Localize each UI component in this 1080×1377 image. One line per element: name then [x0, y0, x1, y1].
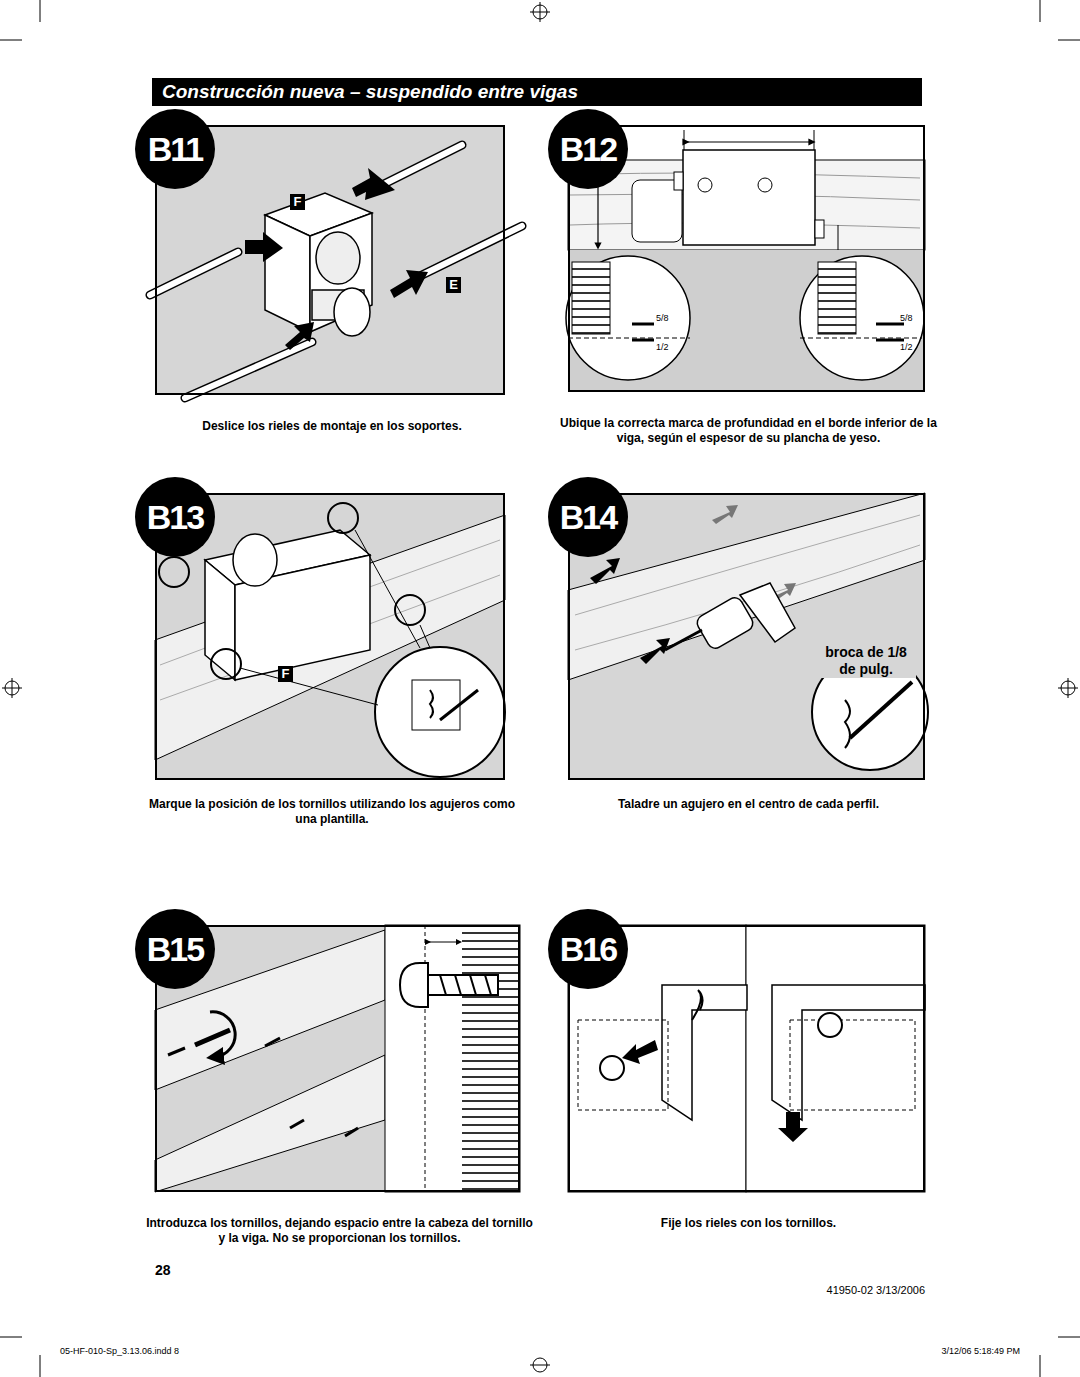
step-panel: B15Introduzca los tornillos, dejando esp…: [155, 925, 520, 1192]
step-number: B12: [548, 109, 628, 189]
step-caption: Introduzca los tornillos, dejando espaci…: [142, 1216, 537, 1246]
step-caption: Deslice los rieles de montaje en los sop…: [147, 419, 517, 434]
section-title: Construcción nueva – suspendido entre vi…: [152, 78, 922, 106]
depth-mark: 1/2: [656, 342, 680, 353]
step-caption: Fije los rieles con los tornillos.: [560, 1216, 937, 1231]
step-caption: Taladre un agujero en el centro de cada …: [560, 797, 937, 812]
step-caption: Ubique la correcta marca de profundidad …: [560, 416, 937, 446]
step-panel: B16Fije los rieles con los tornillos.: [568, 925, 925, 1192]
step-panel: B13Marque la posición de los tornillos u…: [155, 493, 505, 780]
step-caption: Marque la posición de los tornillos util…: [142, 797, 522, 827]
drill-size: broca de 1/8 de pulg.: [816, 644, 916, 678]
depth-mark: 1/2: [900, 342, 924, 353]
file-name: 05-HF-010-Sp_3.13.06.indd 8: [60, 1346, 280, 1357]
doc-number: 41950-02 3/13/2006: [760, 1284, 925, 1297]
step-panel: B12Ubique la correcta marca de profundid…: [568, 125, 925, 392]
step-panel: B14Taladre un agujero en el centro de ca…: [568, 493, 925, 780]
depth-mark: 5/8: [900, 313, 924, 324]
step-panel: B11Deslice los rieles de montaje en los …: [155, 125, 505, 395]
step-number: B11: [135, 109, 215, 189]
step-number: B16: [548, 909, 628, 989]
print-date: 3/12/06 5:18:49 PM: [860, 1346, 1020, 1357]
page-number: 28: [155, 1262, 195, 1279]
depth-mark: 5/8: [656, 313, 680, 324]
step-number: B13: [135, 477, 215, 557]
part-letter: F: [290, 194, 305, 210]
part-letter: E: [446, 277, 461, 293]
step-number: B14: [548, 477, 628, 557]
part-letter: F: [278, 666, 293, 682]
step-number: B15: [135, 909, 215, 989]
